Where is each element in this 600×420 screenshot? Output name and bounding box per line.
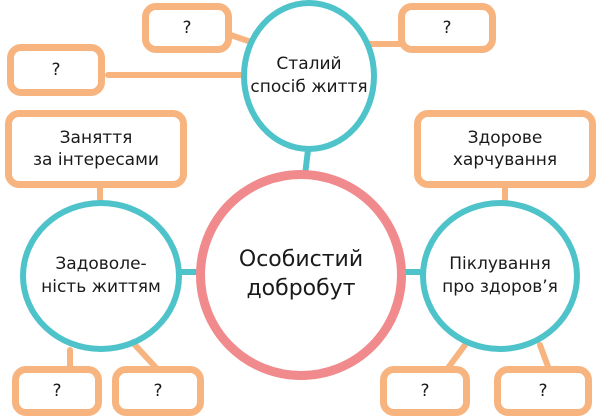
placeholder-box-top-left: ? — [142, 3, 232, 53]
node-line-2: про здоров’я — [442, 277, 558, 297]
placeholder-mark: ? — [442, 18, 452, 38]
node-personal-wellbeing: Особистий добробут — [196, 170, 406, 380]
placeholder-box-top-far-left: ? — [7, 44, 105, 96]
center-line-1: Особистий — [238, 247, 364, 273]
placeholder-mark: ? — [52, 381, 62, 401]
label-line-2: за інтересами — [33, 150, 159, 170]
node-line-2: спосіб життя — [250, 77, 368, 97]
placeholder-mark: ? — [182, 18, 192, 38]
placeholder-box-top-right: ? — [398, 3, 496, 53]
label-line-1: Заняття — [59, 127, 133, 148]
label-box-healthy-eating: Здорове харчування — [414, 110, 596, 188]
placeholder-mark: ? — [420, 381, 430, 401]
node-life-satisfaction: Задоволе- ність життям — [20, 200, 182, 352]
label-line-1: Здорове — [467, 127, 543, 148]
placeholder-box-bottom-left-1: ? — [12, 366, 102, 416]
node-line-1: Сталий — [276, 54, 342, 75]
label-line-2: харчування — [452, 150, 558, 170]
node-line-1: Задоволе- — [55, 254, 147, 275]
placeholder-box-bottom-right-1: ? — [380, 366, 470, 416]
label-box-hobbies: Заняття за інтересами — [5, 110, 187, 188]
node-sustainable-lifestyle: Сталий спосіб життя — [241, 0, 377, 152]
node-health-care: Піклування про здоров’я — [420, 200, 580, 352]
placeholder-mark: ? — [51, 60, 61, 80]
placeholder-mark: ? — [538, 381, 548, 401]
node-line-1: Піклування — [449, 254, 551, 275]
node-line-2: ність життям — [41, 277, 161, 297]
placeholder-mark: ? — [153, 381, 163, 401]
center-line-2: добробут — [246, 276, 356, 301]
placeholder-box-bottom-right-2: ? — [494, 366, 592, 416]
placeholder-box-bottom-left-2: ? — [112, 366, 204, 416]
